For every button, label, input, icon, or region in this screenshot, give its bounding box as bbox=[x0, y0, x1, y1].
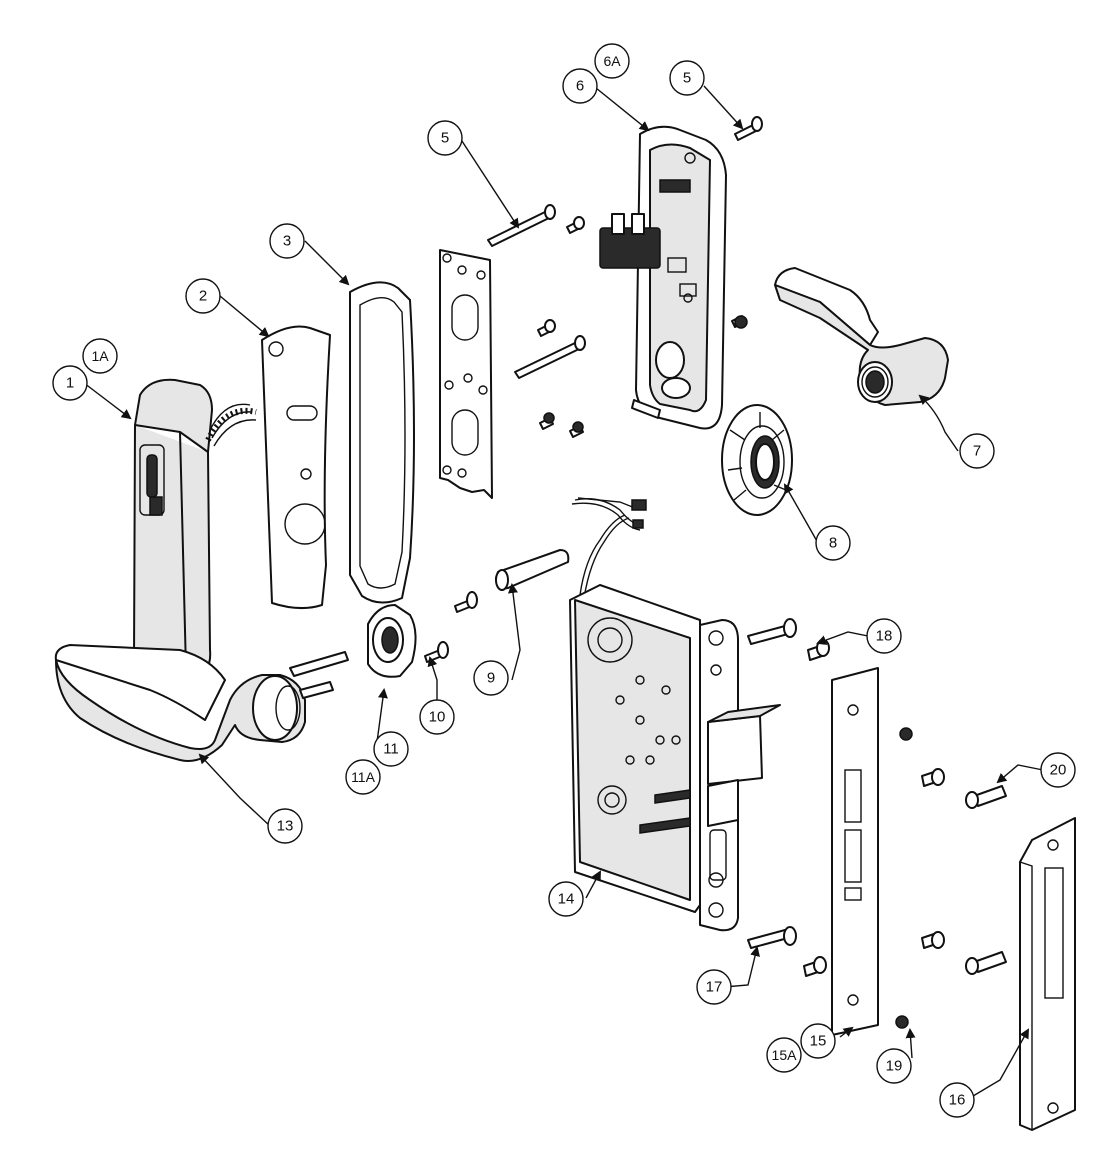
svg-text:18: 18 bbox=[876, 628, 893, 645]
svg-text:9: 9 bbox=[487, 670, 495, 687]
rose-spring-part bbox=[721, 404, 793, 516]
wire-harness bbox=[571, 497, 647, 599]
strike-plate-part bbox=[1019, 817, 1076, 1131]
svg-text:3: 3 bbox=[283, 233, 291, 250]
svg-text:11A: 11A bbox=[351, 769, 376, 785]
svg-text:15A: 15A bbox=[772, 1047, 798, 1063]
svg-text:1: 1 bbox=[66, 375, 74, 392]
rose-ring-part bbox=[367, 604, 417, 678]
callout-5-right: 5 bbox=[669, 60, 705, 96]
callout-19: 19 bbox=[876, 1048, 912, 1084]
svg-text:19: 19 bbox=[886, 1058, 903, 1075]
svg-text:10: 10 bbox=[429, 709, 446, 726]
svg-text:2: 2 bbox=[199, 288, 207, 305]
svg-text:8: 8 bbox=[829, 535, 837, 552]
mortise-lock-body-part bbox=[569, 584, 781, 932]
inside-escutcheon-chassis-part bbox=[599, 125, 727, 430]
svg-text:11: 11 bbox=[383, 741, 399, 758]
svg-text:5: 5 bbox=[441, 130, 449, 147]
gasket-plate-part bbox=[261, 325, 331, 609]
svg-text:7: 7 bbox=[973, 443, 981, 460]
svg-text:15: 15 bbox=[810, 1033, 827, 1050]
callout-3: 3 bbox=[269, 223, 305, 259]
callout-18: 18 bbox=[866, 618, 902, 654]
mounting-screws-10 bbox=[424, 591, 478, 663]
callout-15: 15 bbox=[800, 1023, 836, 1059]
faceplate-screws bbox=[747, 618, 830, 977]
callout-14: 14 bbox=[548, 881, 584, 917]
callout-20: 20 bbox=[1040, 752, 1076, 788]
callout-11: 11 bbox=[373, 731, 409, 767]
callout-1: 1 bbox=[52, 365, 88, 401]
mounting-plate-part bbox=[439, 249, 493, 499]
callout-2: 2 bbox=[185, 278, 221, 314]
callout-labels: 1 1A 2 3 5 6 6A 5 bbox=[52, 43, 1076, 1118]
callout-7: 7 bbox=[959, 433, 995, 469]
inside-lever-part bbox=[774, 267, 949, 406]
callout-15a: 15A bbox=[766, 1037, 802, 1073]
svg-text:6A: 6A bbox=[603, 53, 621, 69]
callout-17: 17 bbox=[696, 969, 732, 1005]
long-screws bbox=[487, 116, 763, 438]
svg-text:5: 5 bbox=[683, 70, 691, 87]
armor-faceplate-part bbox=[831, 667, 879, 1036]
outside-lever-part bbox=[54, 644, 349, 762]
callout-9: 9 bbox=[473, 660, 509, 696]
svg-text:14: 14 bbox=[558, 891, 575, 908]
callout-6: 6 bbox=[562, 68, 598, 104]
reader-housing-part bbox=[133, 378, 257, 681]
callout-5-left: 5 bbox=[427, 120, 463, 156]
callout-13: 13 bbox=[267, 808, 303, 844]
svg-text:16: 16 bbox=[949, 1092, 966, 1109]
trim-frame-part bbox=[349, 281, 415, 604]
callout-10: 10 bbox=[419, 699, 455, 735]
callout-11a: 11A bbox=[345, 759, 381, 795]
svg-text:17: 17 bbox=[706, 979, 723, 996]
strike-screws bbox=[895, 727, 1007, 1029]
spindle-part bbox=[495, 549, 570, 591]
svg-text:6: 6 bbox=[576, 78, 584, 95]
callout-leaders bbox=[83, 85, 1044, 1100]
callout-8: 8 bbox=[815, 525, 851, 561]
svg-text:13: 13 bbox=[277, 818, 294, 835]
callout-16: 16 bbox=[939, 1082, 975, 1118]
svg-text:20: 20 bbox=[1050, 762, 1067, 779]
svg-text:1A: 1A bbox=[91, 348, 109, 364]
callout-6a: 6A bbox=[594, 43, 630, 79]
callout-1a: 1A bbox=[82, 338, 118, 374]
